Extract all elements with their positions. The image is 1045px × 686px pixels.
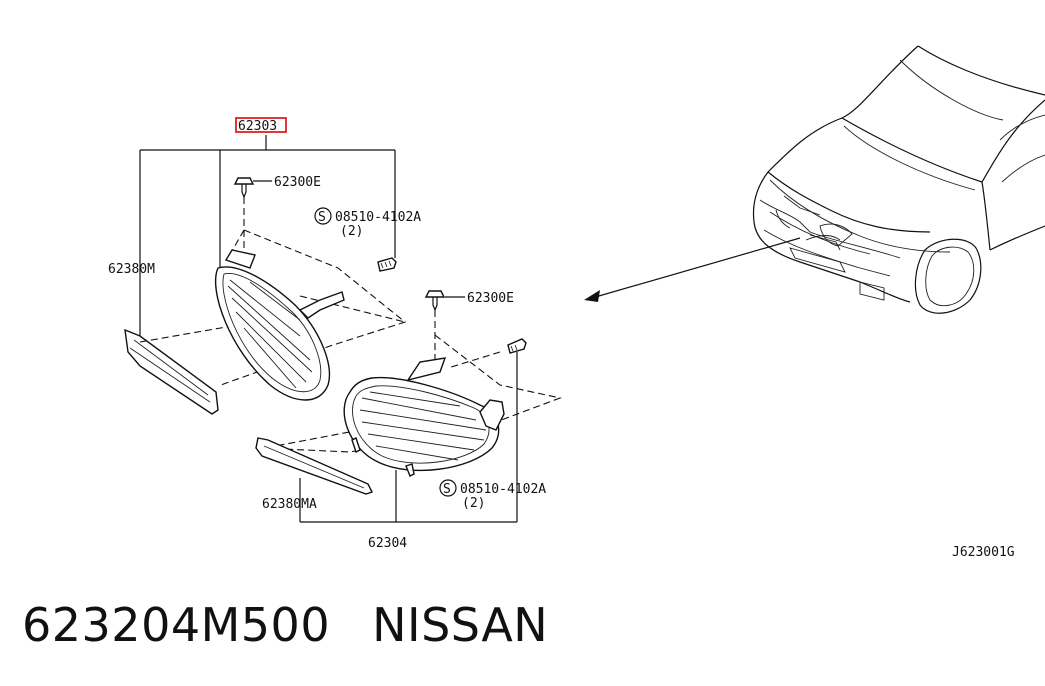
screw-symbol-right: S bbox=[443, 482, 451, 497]
location-arrow bbox=[584, 237, 801, 302]
label-screw-left[interactable]: 08510-4102A bbox=[335, 210, 421, 225]
clip-left-icon bbox=[233, 177, 255, 199]
footer-part-number: 623204M500 bbox=[22, 598, 331, 652]
label-62303[interactable]: 62303 bbox=[238, 119, 277, 134]
grille-right-part bbox=[343, 357, 505, 477]
diagram-code: J623001G bbox=[952, 545, 1015, 560]
label-screw-right[interactable]: 08510-4102A bbox=[460, 482, 546, 497]
screw-left-icon bbox=[377, 257, 397, 272]
footer-caption: 623204M500 NISSAN bbox=[22, 598, 590, 652]
label-moulding-right[interactable]: 62380MA bbox=[262, 497, 317, 512]
clip-right-icon bbox=[424, 290, 446, 312]
footer-brand: NISSAN bbox=[372, 598, 549, 652]
grille-left-part bbox=[214, 249, 345, 401]
label-62304[interactable]: 62304 bbox=[368, 536, 407, 551]
car-front-view bbox=[752, 45, 1045, 314]
moulding-left-part bbox=[124, 328, 219, 415]
label-clip-right[interactable]: 62300E bbox=[467, 291, 514, 306]
screw-symbol-left: S bbox=[318, 210, 326, 225]
parts-diagram: 62303 62300E S 08510-4102A (2) 62380M 62… bbox=[108, 45, 1045, 560]
label-moulding-left[interactable]: 62380M bbox=[108, 262, 155, 277]
label-clip-left[interactable]: 62300E bbox=[274, 175, 321, 190]
moulding-right-part bbox=[255, 437, 373, 495]
highlight-box bbox=[235, 117, 287, 133]
label-screw-left-qty: (2) bbox=[340, 224, 363, 239]
label-screw-right-qty: (2) bbox=[462, 496, 485, 511]
screw-right-icon bbox=[507, 338, 527, 354]
